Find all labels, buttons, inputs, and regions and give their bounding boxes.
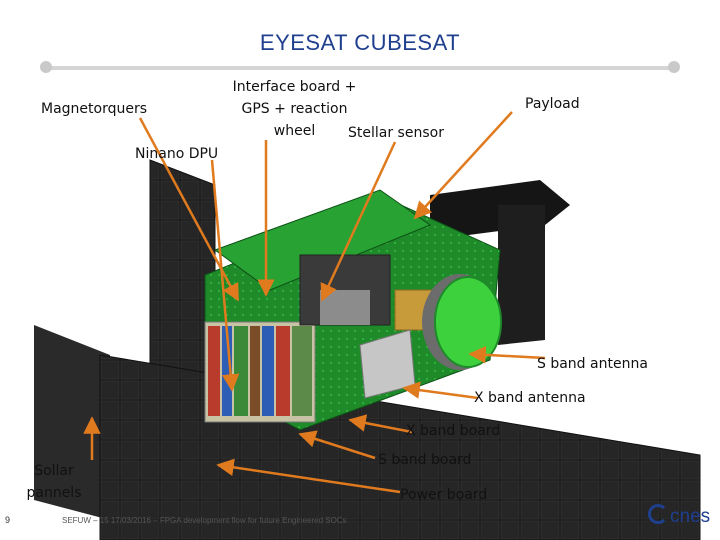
green-board-2 — [292, 326, 312, 416]
label-solar-line1: Sollar — [20, 460, 88, 482]
cnes-logo: cnes — [648, 504, 710, 528]
label-x-band-antenna: X band antenna — [474, 387, 586, 409]
footer-text: SEFUW – 15 17/03/2016 – FPGA development… — [62, 516, 347, 525]
green-board — [234, 326, 248, 416]
payload-side-panel — [498, 205, 545, 345]
label-interface-line3: wheel — [222, 120, 367, 142]
page-number: 9 — [5, 515, 10, 525]
label-interface-line2: GPS + reaction — [222, 98, 367, 120]
gps-block — [320, 290, 370, 325]
cnes-logo-icon — [648, 504, 668, 524]
blue-board-2 — [262, 326, 274, 416]
label-power-board: Power board — [400, 484, 487, 506]
label-solar-line2: pannels — [20, 482, 88, 504]
label-ninano-dpu: Ninano DPU — [135, 143, 218, 165]
label-magnetorquers: Magnetorquers — [41, 98, 147, 120]
label-interface-board: Interface board + GPS + reaction wheel — [222, 76, 367, 142]
label-x-band-board: X band board — [406, 420, 500, 442]
label-payload: Payload — [525, 93, 580, 115]
label-stellar-sensor: Stellar sensor — [348, 122, 444, 144]
s-band-antenna-disk — [435, 277, 501, 367]
label-s-band-antenna: S band antenna — [537, 353, 648, 375]
red-board-2 — [276, 326, 290, 416]
label-interface-line1: Interface board + — [222, 76, 367, 98]
cnes-logo-text: cnes — [670, 506, 710, 527]
arrow-x-band-antenna — [404, 388, 478, 398]
brown-board — [250, 326, 260, 416]
label-s-band-board: S band board — [378, 449, 471, 471]
red-board — [208, 326, 220, 416]
label-solar-panels: Sollar pannels — [20, 460, 88, 504]
